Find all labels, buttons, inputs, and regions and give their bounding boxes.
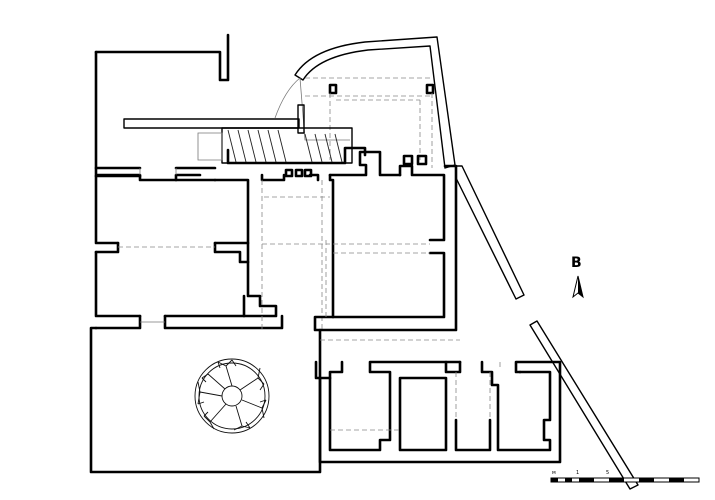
middle-left-room [94, 174, 250, 264]
upper-left-room [94, 33, 230, 177]
north-label: B [571, 255, 582, 271]
stair-hatching [197, 129, 367, 165]
diagonal-walls [455, 165, 639, 490]
central-posts [260, 168, 330, 330]
scale-label-five: 5 [606, 470, 610, 476]
scale-label-unit: м [552, 470, 556, 476]
lower-right-rooms [314, 339, 562, 464]
tree-icon [194, 358, 270, 434]
corridor-strip [123, 104, 353, 164]
north-arrow-icon [572, 275, 584, 299]
courtyard [89, 326, 322, 474]
lower-left-room [94, 250, 284, 330]
right-middle-room [313, 150, 458, 332]
scale-label-one: 1 [576, 470, 580, 476]
scale-bar [550, 477, 700, 483]
